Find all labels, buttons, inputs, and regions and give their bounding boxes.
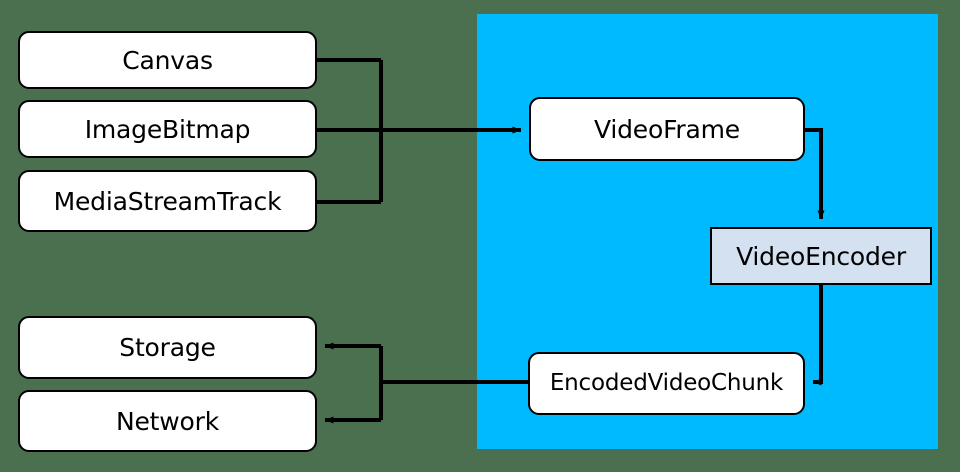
- node-video-encoder[interactable]: VideoEncoder: [710, 227, 932, 285]
- node-canvas-label: Canvas: [122, 45, 213, 75]
- node-network-label: Network: [116, 406, 219, 436]
- node-media-stream-track[interactable]: MediaStreamTrack: [18, 170, 317, 232]
- node-video-frame[interactable]: VideoFrame: [529, 97, 805, 161]
- node-canvas[interactable]: Canvas: [18, 31, 317, 89]
- node-video-frame-label: VideoFrame: [594, 114, 740, 144]
- node-image-bitmap-label: ImageBitmap: [84, 114, 251, 144]
- node-image-bitmap[interactable]: ImageBitmap: [18, 100, 317, 158]
- node-storage[interactable]: Storage: [18, 316, 317, 379]
- node-media-stream-track-label: MediaStreamTrack: [53, 186, 282, 216]
- node-encoded-video-chunk-label: EncodedVideoChunk: [549, 370, 784, 396]
- node-storage-label: Storage: [119, 333, 216, 362]
- node-encoded-video-chunk[interactable]: EncodedVideoChunk: [528, 352, 805, 415]
- node-video-encoder-label: VideoEncoder: [736, 241, 906, 271]
- node-network[interactable]: Network: [18, 390, 317, 452]
